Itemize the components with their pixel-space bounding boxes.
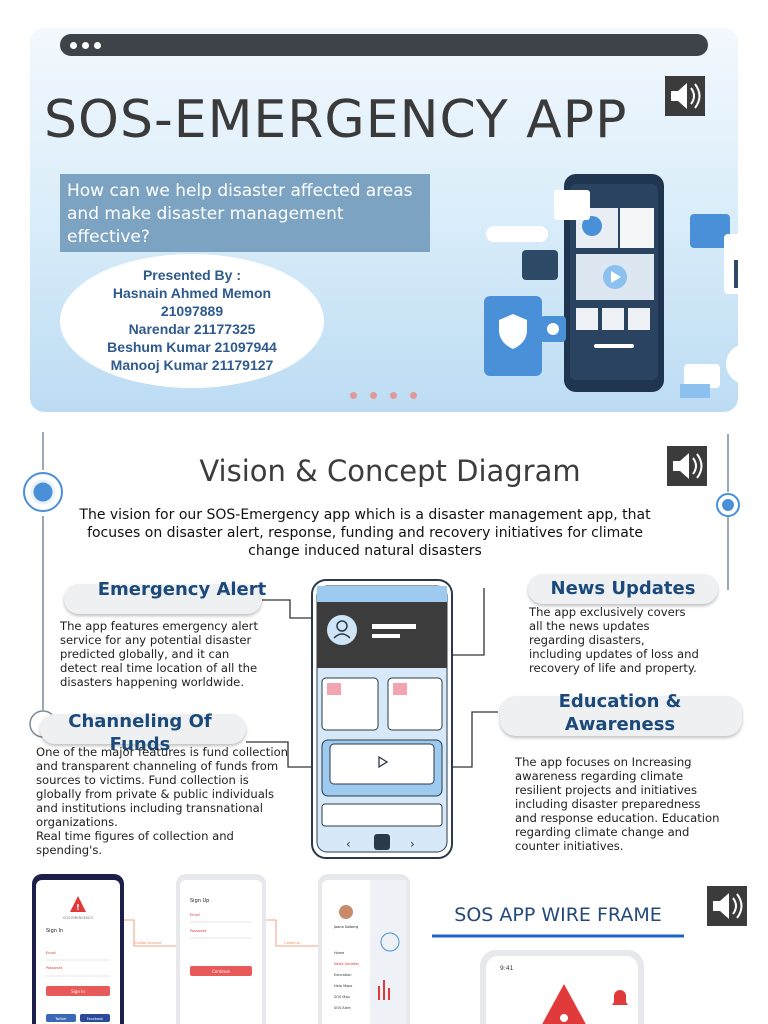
presented-by-label: Presented By : bbox=[142, 267, 242, 283]
signin-alert-label: SOS EMERGENCY bbox=[63, 916, 94, 920]
channeling-funds-label: Channeling Of Funds bbox=[68, 711, 212, 755]
wireframe-screens: ! SOS EMERGENCY Sign In Email Password S… bbox=[32, 874, 684, 1024]
facebook-button: Facebook bbox=[87, 1017, 104, 1021]
menu-item: News Updates bbox=[334, 962, 359, 966]
signin-heading: Sign In bbox=[46, 928, 63, 934]
browser-bar bbox=[60, 34, 708, 56]
presenter-line: Narendar 21177325 bbox=[128, 321, 256, 337]
signin-email-label: Email bbox=[46, 951, 56, 955]
wireframe-title: SOS APP WIRE FRAME bbox=[454, 904, 662, 926]
arrow-label: Create Account bbox=[135, 941, 163, 945]
arrow-label: Continue bbox=[284, 941, 300, 945]
pager-dot bbox=[390, 392, 397, 399]
pager-dot bbox=[350, 392, 357, 399]
emergency-alert-text: The app features emergency alert service… bbox=[60, 619, 258, 689]
news-updates-label: News Updates bbox=[550, 578, 696, 599]
menu-item: Home bbox=[334, 951, 344, 955]
presenter-line: Beshum Kumar 21097944 bbox=[107, 339, 277, 355]
speaker-icon[interactable] bbox=[667, 446, 707, 486]
speaker-icon[interactable] bbox=[665, 76, 705, 116]
emergency-alert-pill bbox=[64, 584, 262, 614]
presenter-block: Presented By : Hasnain Ahmed Memon 21097… bbox=[70, 266, 314, 374]
presenter-line: 21097889 bbox=[160, 303, 224, 319]
vision-text: The vision for our SOS-Emergency app whi… bbox=[79, 507, 651, 559]
emergency-alert-label: Emergency Alert bbox=[97, 579, 267, 600]
phone-illustration bbox=[484, 174, 738, 398]
svg-text:›: › bbox=[410, 837, 415, 851]
signup-email-label: Email bbox=[190, 913, 200, 917]
window-dot bbox=[94, 42, 101, 49]
menu-profile-name: Joana Solberg bbox=[333, 925, 358, 929]
menu-item: Education bbox=[334, 973, 351, 977]
question-text: How can we help disaster affected areas … bbox=[67, 181, 413, 247]
channeling-funds-text: One of the major features is fund collec… bbox=[36, 745, 289, 857]
presenter-line: Hasnain Ahmed Memon bbox=[112, 285, 272, 301]
signin-password-label: Password bbox=[46, 966, 62, 970]
question-box bbox=[60, 174, 430, 252]
signup-button: Continue bbox=[212, 969, 231, 974]
pager-dot bbox=[410, 392, 417, 399]
vision-title: Vision & Concept Diagram bbox=[199, 454, 581, 488]
main-title: SOS-EMERGENCY APP bbox=[44, 90, 628, 150]
speaker-icon[interactable] bbox=[707, 886, 747, 926]
channeling-funds-pill bbox=[40, 714, 246, 744]
presenter-line: Manooj Kumar 21179127 bbox=[110, 357, 274, 373]
news-updates-text: The app exclusively covers all the news … bbox=[529, 605, 699, 675]
menu-item: SOS Alert bbox=[334, 1006, 351, 1010]
window-dot bbox=[70, 42, 77, 49]
presenter-oval bbox=[60, 254, 324, 388]
svg-text:‹: ‹ bbox=[346, 837, 351, 851]
education-text: The app focuses on Increasing awareness … bbox=[515, 755, 720, 853]
menu-item: Help Maps bbox=[334, 984, 352, 988]
svg-text:!: ! bbox=[76, 903, 80, 912]
window-dot bbox=[82, 42, 89, 49]
education-pill bbox=[500, 696, 742, 736]
svg-text:9:41: 9:41 bbox=[500, 965, 514, 972]
title-slide: SOS-EMERGENCY APP How can we help disast… bbox=[30, 28, 738, 412]
education-label: Education & Awareness bbox=[558, 691, 682, 735]
signup-heading: Sign Up bbox=[190, 898, 209, 904]
pager-dot bbox=[370, 392, 377, 399]
menu-item: SOS Map bbox=[334, 995, 350, 999]
slide2-decoration: ‹ › bbox=[23, 432, 740, 859]
twitter-button: Twitter bbox=[54, 1017, 67, 1021]
signin-button: Sign In bbox=[71, 989, 85, 994]
news-updates-pill bbox=[528, 574, 718, 604]
signup-password-label: Password bbox=[190, 929, 206, 933]
